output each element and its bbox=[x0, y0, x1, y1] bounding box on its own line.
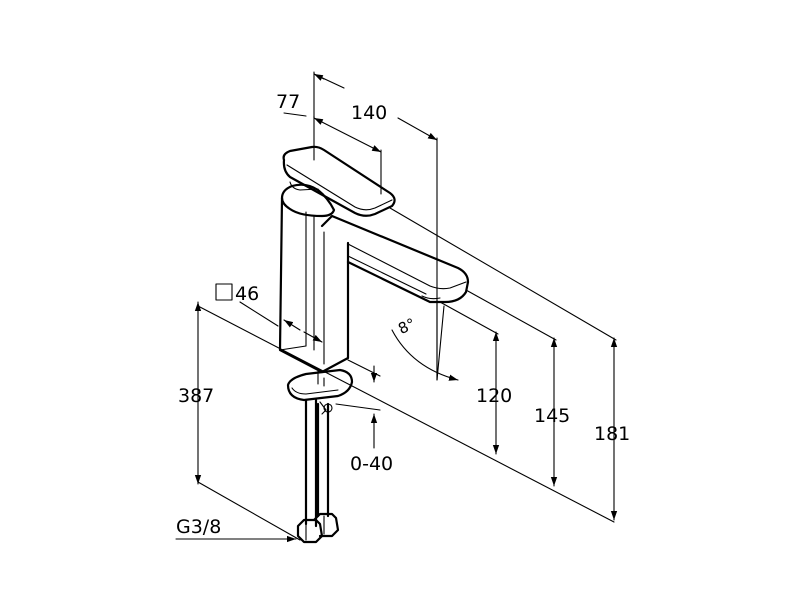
square-symbol-icon bbox=[215, 283, 233, 301]
dimension-140 bbox=[313, 71, 438, 141]
dimension-0-40-label: 0-40 bbox=[350, 453, 393, 475]
svg-text:8°: 8° bbox=[395, 315, 418, 339]
dimension-181 bbox=[389, 207, 618, 521]
dimension-145 bbox=[465, 289, 558, 487]
spout bbox=[320, 214, 470, 304]
base-diagonal-line bbox=[197, 305, 615, 541]
rotation-angle-icon bbox=[391, 329, 459, 381]
dimension-77-label: 77 bbox=[276, 91, 300, 113]
hose-nuts bbox=[296, 512, 340, 544]
dimension-120-label: 120 bbox=[476, 385, 512, 407]
dimension-181-label: 181 bbox=[594, 423, 630, 445]
dimension-140-label: 140 bbox=[351, 102, 387, 124]
faucet-outline bbox=[278, 145, 470, 544]
rotation-angle: 8° bbox=[391, 299, 459, 381]
handle-base bbox=[280, 183, 336, 218]
mounting-plate bbox=[286, 368, 354, 402]
lever-handle bbox=[282, 145, 396, 217]
body-block bbox=[278, 196, 350, 374]
supply-hoses bbox=[304, 398, 333, 528]
dimension-120 bbox=[439, 301, 500, 455]
dimension-0-40 bbox=[335, 359, 381, 449]
dimension-145-label: 145 bbox=[534, 405, 570, 427]
dimension-46 bbox=[215, 283, 323, 343]
dimension-77 bbox=[283, 112, 382, 195]
thread-label: G3/8 bbox=[176, 516, 221, 538]
dimension-46-label: 46 bbox=[235, 283, 259, 305]
dimension-387-label: 387 bbox=[178, 385, 214, 407]
